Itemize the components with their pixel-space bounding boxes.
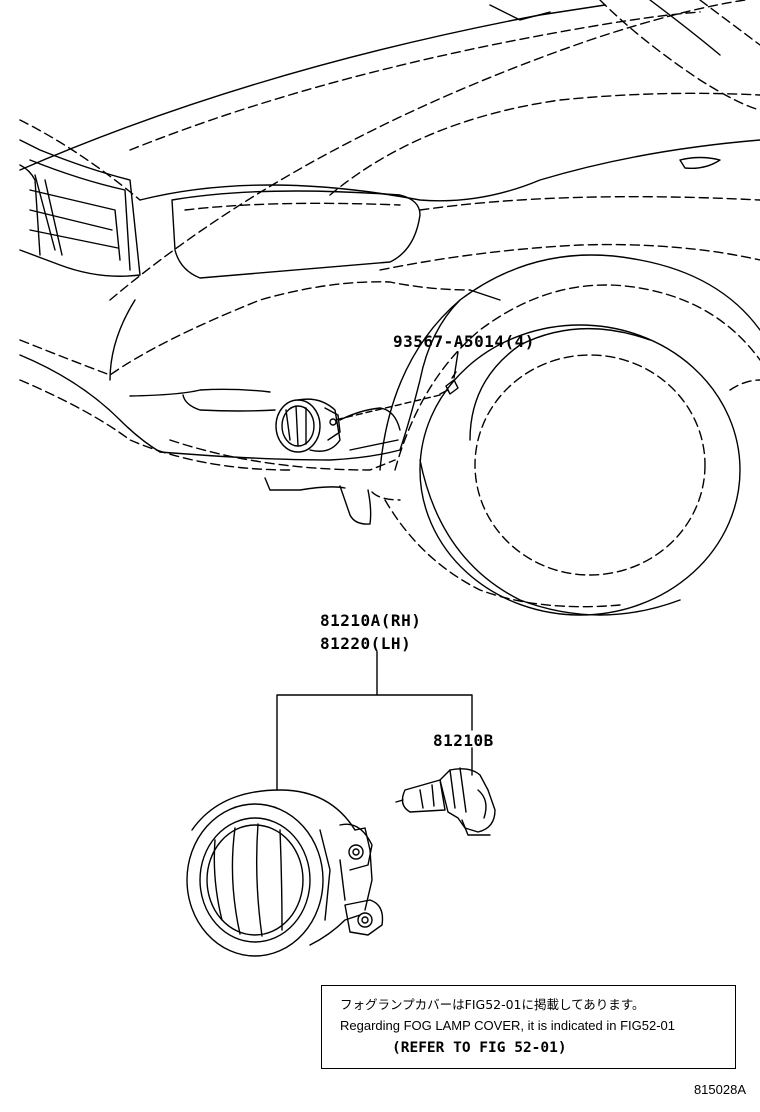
bulb-icon [395,767,496,836]
part-label-screw[interactable]: 93567-A5014(4) [393,332,535,351]
figure-id: 815028A [693,1082,746,1097]
screw-icon [439,371,459,395]
fog-lamp-installed [275,398,341,453]
fog-lamp-exploded [186,789,384,957]
screw-label-leader [453,351,459,379]
screw-leader-line [334,394,441,421]
note-japanese-text: フォグランプカバーはFIG52-01に掲載してあります。 [340,997,645,1012]
part-label-bulb[interactable]: 81210B [433,731,494,750]
vehicle-front-outline [19,0,760,616]
note-reference-link[interactable]: (REFER TO FIG 52-01) [392,1040,567,1056]
note-box: フォグランプカバーはFIG52-01に掲載してあります。 Regarding F… [321,985,736,1069]
part-label-lamp-lh[interactable]: 81220(LH) [320,634,412,653]
part-label-lamp-rh[interactable]: 81210A(RH) [320,611,422,630]
note-english-text: Regarding FOG LAMP COVER, it is indicate… [340,1018,676,1033]
lamp-bracket-leader [276,651,473,791]
